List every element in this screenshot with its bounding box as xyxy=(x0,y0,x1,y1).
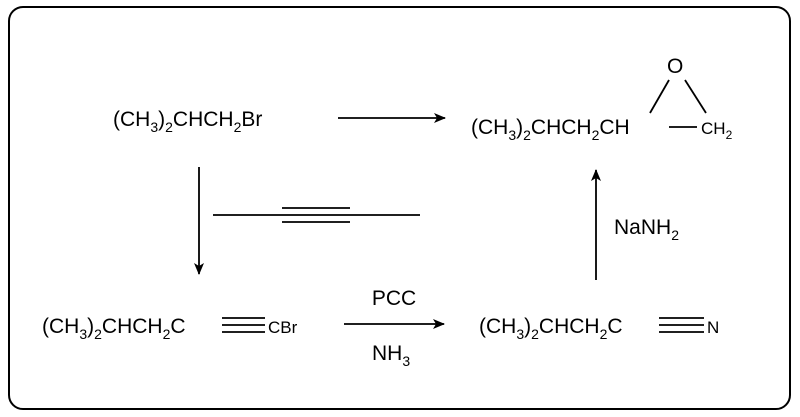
compound-alkyne: (CH3)2CHCH2C xyxy=(42,315,186,342)
reagent-nanh2: NaNH2 xyxy=(614,216,679,243)
epoxide-c-o-bond-right xyxy=(684,79,707,114)
epoxide-oxygen: O xyxy=(667,55,683,78)
compound-start: (CH3)2CHCH2Br xyxy=(113,108,262,135)
nitrile-n: N xyxy=(707,318,719,337)
alkyne-cbr: CBr xyxy=(268,318,298,337)
epoxide-c-o-bond-left xyxy=(649,79,670,114)
reagent-nh3: NH3 xyxy=(372,342,410,369)
epoxide-ch2: CH2 xyxy=(701,119,733,142)
compound-epoxide: (CH3)2CHCH2CH xyxy=(471,116,630,143)
reagent-pcc: PCC xyxy=(372,287,416,310)
compound-nitrile: (CH3)2CHCH2C xyxy=(479,315,623,342)
scheme-frame xyxy=(8,6,791,410)
